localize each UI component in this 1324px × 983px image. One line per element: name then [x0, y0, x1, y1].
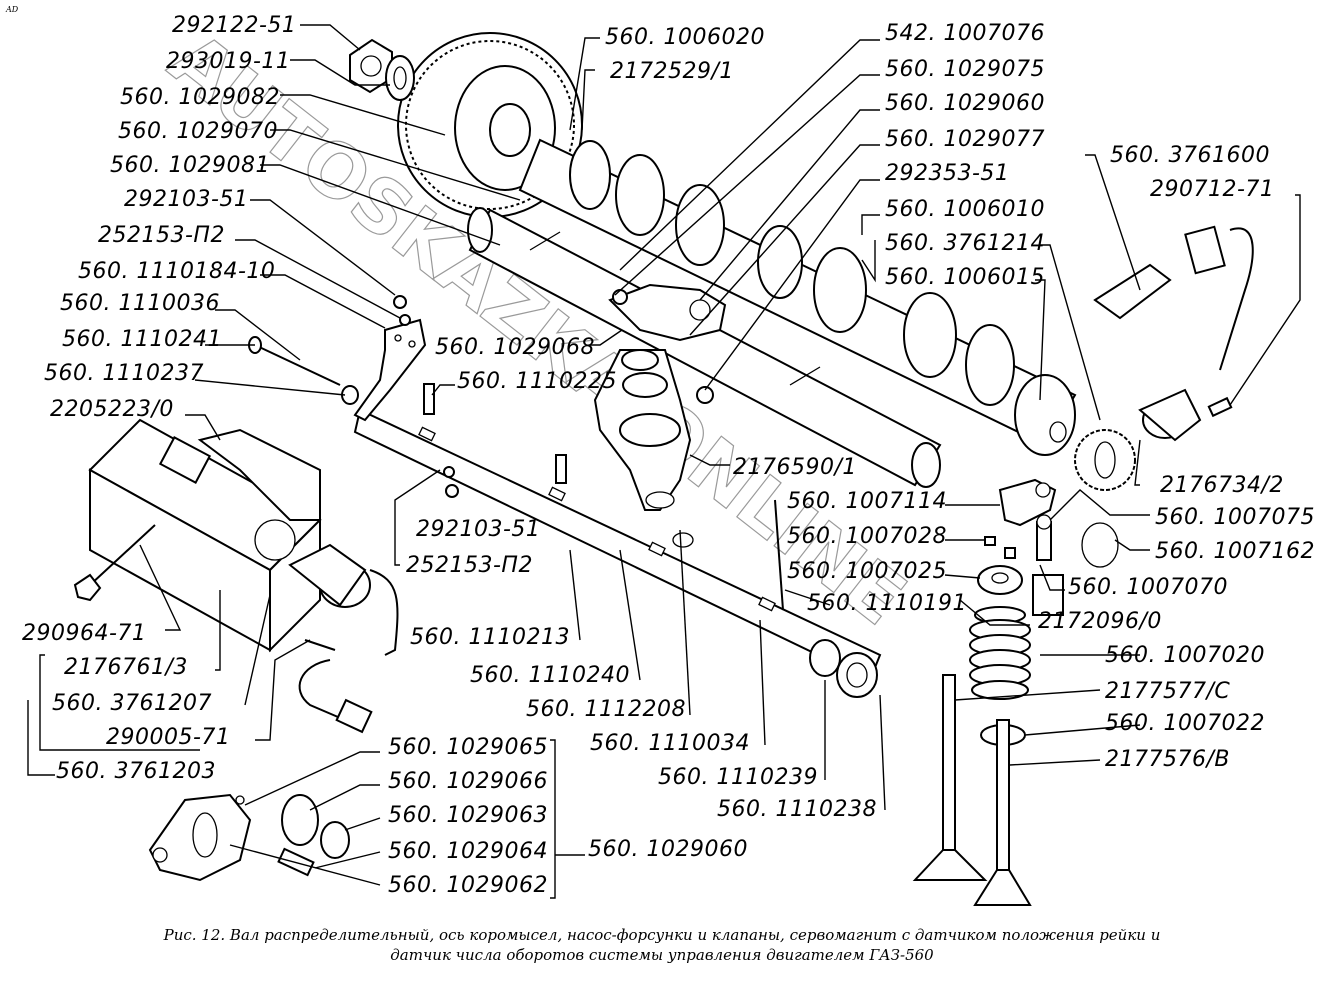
- part-label: 560. 1029064: [388, 839, 548, 864]
- adjust-screw: [1036, 514, 1052, 561]
- part-label: 2205223/0: [50, 397, 174, 422]
- part-label: 560. 1007075: [1155, 505, 1315, 530]
- bracket: [353, 318, 427, 422]
- valve-rocker: [998, 478, 1057, 527]
- part-label: 560. 1007114: [787, 489, 947, 514]
- part-label: 560. 1110225: [457, 369, 617, 394]
- rocker-nut: [612, 289, 628, 305]
- injector-pin: [774, 499, 784, 611]
- part-label: 560. 1007028: [787, 524, 947, 549]
- part-label: 560. 1029068: [435, 335, 595, 360]
- figure-caption-line-1: Рис. 12. Вал распределительный, ось коро…: [163, 926, 1161, 944]
- valve-guide-nut: [1032, 574, 1064, 616]
- stud: [423, 383, 567, 484]
- rocker-arm: [608, 283, 727, 342]
- part-label: 560. 1029070: [118, 119, 278, 144]
- camshaft: [518, 138, 1077, 456]
- corner-mark: AD: [5, 5, 19, 14]
- part-label: 560. 1029077: [885, 127, 1045, 152]
- gear-washer: [385, 55, 415, 101]
- part-label: 292103-51: [124, 187, 248, 212]
- figure-caption-line-2: датчик числа оборотов системы управления…: [390, 946, 934, 964]
- shaft-nut: [696, 386, 714, 404]
- part-label: 560. 1029060: [885, 91, 1045, 116]
- part-label: 560. 3761207: [52, 691, 212, 716]
- part-label: 560. 1110238: [717, 797, 877, 822]
- part-label: 292353-51: [885, 161, 1009, 186]
- part-label: 560. 1029066: [388, 769, 548, 794]
- part-label: 560. 1110184-10: [78, 259, 275, 284]
- part-label: 560. 1006015: [885, 265, 1045, 290]
- part-label: 560. 1006020: [605, 25, 765, 50]
- pump-injector: [593, 349, 694, 548]
- part-label: 560. 1029082: [120, 85, 280, 110]
- small-washer-lower: [443, 466, 455, 478]
- part-label: 560. 1029065: [388, 735, 548, 760]
- leader-lines: [27, 24, 1301, 899]
- speed-sensor: [1093, 225, 1254, 442]
- part-label: 560. 1029060: [588, 837, 748, 862]
- part-label: 292122-51: [172, 13, 296, 38]
- part-label: 560. 3761214: [885, 231, 1045, 256]
- part-label: 560. 1029075: [885, 57, 1045, 82]
- part-label: 290712-71: [1150, 177, 1274, 202]
- rail-ring: [809, 639, 841, 677]
- part-label: 252153-П2: [406, 553, 533, 578]
- servo-magnet: [88, 418, 322, 653]
- part-label: 560. 1110036: [60, 291, 220, 316]
- part-label: 560. 1006010: [885, 197, 1045, 222]
- part-label: 292103-51: [416, 517, 540, 542]
- rail-plug: [836, 652, 878, 698]
- part-label: 560. 1029081: [110, 153, 270, 178]
- part-label: 2176590/1: [733, 455, 857, 480]
- servo-bolt: [73, 524, 156, 602]
- part-label: 290005-71: [106, 725, 230, 750]
- part-label: 252153-П2: [98, 223, 225, 248]
- part-label: 560. 1007025: [787, 559, 947, 584]
- small-nut-lower: [445, 484, 459, 498]
- part-label: 560. 1110239: [658, 765, 818, 790]
- part-label: 290964-71: [22, 621, 146, 646]
- part-labels: 292122-51 293019-11 560. 1029082 560. 10…: [22, 13, 1315, 898]
- part-label: 560. 1110191: [807, 591, 967, 616]
- position-sensor: [288, 543, 399, 734]
- part-label: 2177577/C: [1105, 679, 1230, 704]
- part-label: 560. 3761600: [1110, 143, 1270, 168]
- part-label: 560. 1110034: [590, 731, 750, 756]
- part-label: 560. 1007162: [1155, 539, 1315, 564]
- part-label: 2172529/1: [610, 59, 734, 84]
- valve-exhaust: [973, 719, 1032, 906]
- part-label: 560. 1110240: [470, 663, 630, 688]
- part-label: 293019-11: [166, 49, 290, 74]
- part-label: 560. 1007020: [1105, 643, 1265, 668]
- part-label: 560. 1112208: [526, 697, 686, 722]
- retainer-clip: [1081, 522, 1119, 568]
- valve-intake: [912, 674, 988, 881]
- part-label: 560. 1029063: [388, 803, 548, 828]
- adjusting-screw: [248, 336, 359, 405]
- small-nut: [393, 295, 407, 309]
- part-label: 2172096/0: [1038, 609, 1162, 634]
- valve-lock: [984, 536, 1016, 559]
- part-label: 560. 1007070: [1068, 575, 1228, 600]
- part-label: 560. 1110241: [62, 327, 222, 352]
- part-label: 560. 3761203: [56, 759, 216, 784]
- spring-cap: [977, 565, 1023, 595]
- part-label: 542. 1007076: [885, 21, 1045, 46]
- part-label: 2176761/3: [64, 655, 188, 680]
- valve-spring: [969, 606, 1031, 700]
- part-label: 560. 1110213: [410, 625, 570, 650]
- part-label: 2177576/B: [1105, 747, 1230, 772]
- part-label: 560. 1007022: [1105, 711, 1265, 736]
- small-washer: [399, 314, 411, 326]
- rocker-arm-assembly: [148, 793, 350, 882]
- timing-wheel: [1074, 429, 1136, 491]
- parts-art: [73, 32, 1254, 906]
- part-label: 2176734/2: [1160, 473, 1284, 498]
- part-label: 560. 1110237: [44, 361, 204, 386]
- part-label: 560. 1029062: [388, 873, 548, 898]
